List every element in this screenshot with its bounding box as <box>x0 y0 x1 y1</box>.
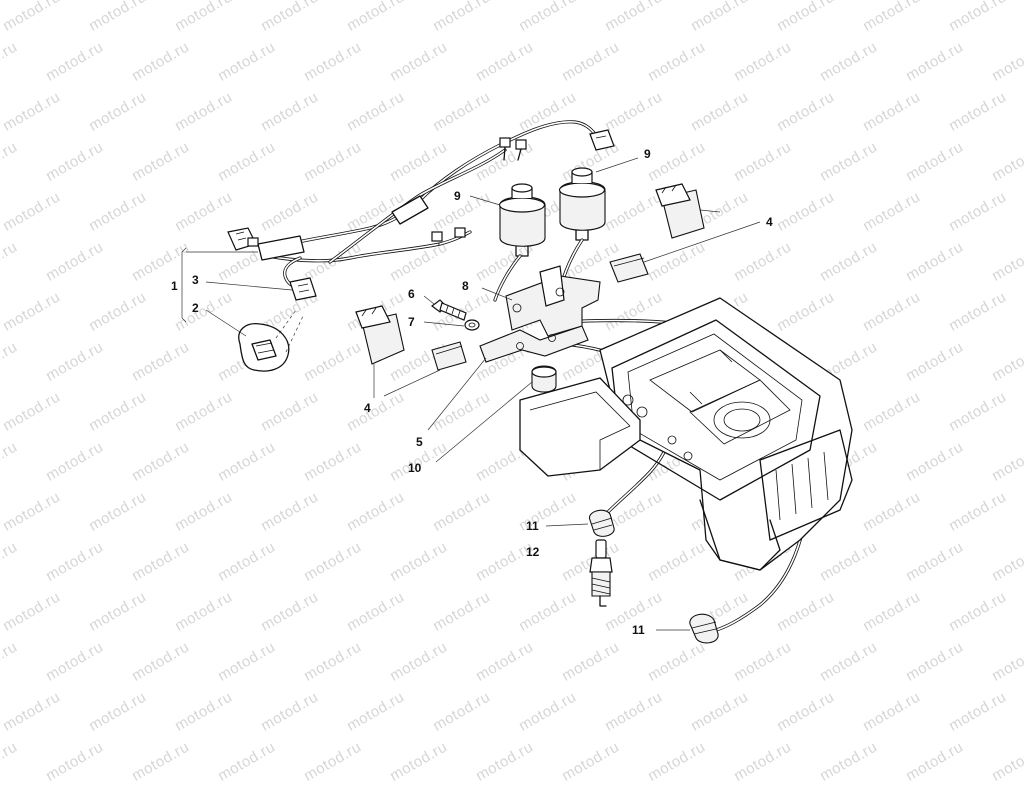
callout-8: 8 <box>462 279 469 293</box>
callout-10: 10 <box>408 461 422 475</box>
washer <box>464 319 480 331</box>
ignition-coil-left <box>498 183 546 257</box>
callout-3: 3 <box>192 273 199 287</box>
connector-top-middle <box>499 137 527 161</box>
leader-lines <box>181 157 761 631</box>
cap-left <box>431 341 467 371</box>
callout-12: 12 <box>526 545 540 559</box>
rubber-bush <box>531 365 557 393</box>
cap-right <box>609 253 649 283</box>
connector-left <box>227 227 259 251</box>
cover-left <box>355 305 405 365</box>
engine-cylinder-head <box>519 297 853 571</box>
callout-11-lower: 11 <box>632 623 645 637</box>
callout-1: 1 <box>171 279 178 293</box>
wiring-harness <box>227 120 615 301</box>
callout-11-middle: 11 <box>526 519 539 533</box>
cover-right <box>655 183 705 239</box>
coil-bracket <box>479 265 601 363</box>
callout-7: 7 <box>408 315 415 329</box>
ignition-coil-right <box>558 167 606 241</box>
spark-plug <box>589 539 613 607</box>
callout-9-left: 9 <box>454 189 461 203</box>
exploded-view-drawing <box>181 120 853 644</box>
terminal-detail-bubble <box>238 309 305 372</box>
plug-cap-middle <box>588 509 615 537</box>
callout-2: 2 <box>192 301 199 315</box>
plug-cap-lower <box>689 613 719 644</box>
connector-mid <box>431 227 466 242</box>
callout-4-right: 4 <box>766 215 773 229</box>
callout-5: 5 <box>416 435 423 449</box>
callout-6: 6 <box>408 287 415 301</box>
connector-top-right <box>589 129 615 151</box>
connector-3 <box>289 277 317 301</box>
callout-9-right: 9 <box>644 147 651 161</box>
screw <box>431 299 467 321</box>
callout-4-left: 4 <box>364 401 371 415</box>
